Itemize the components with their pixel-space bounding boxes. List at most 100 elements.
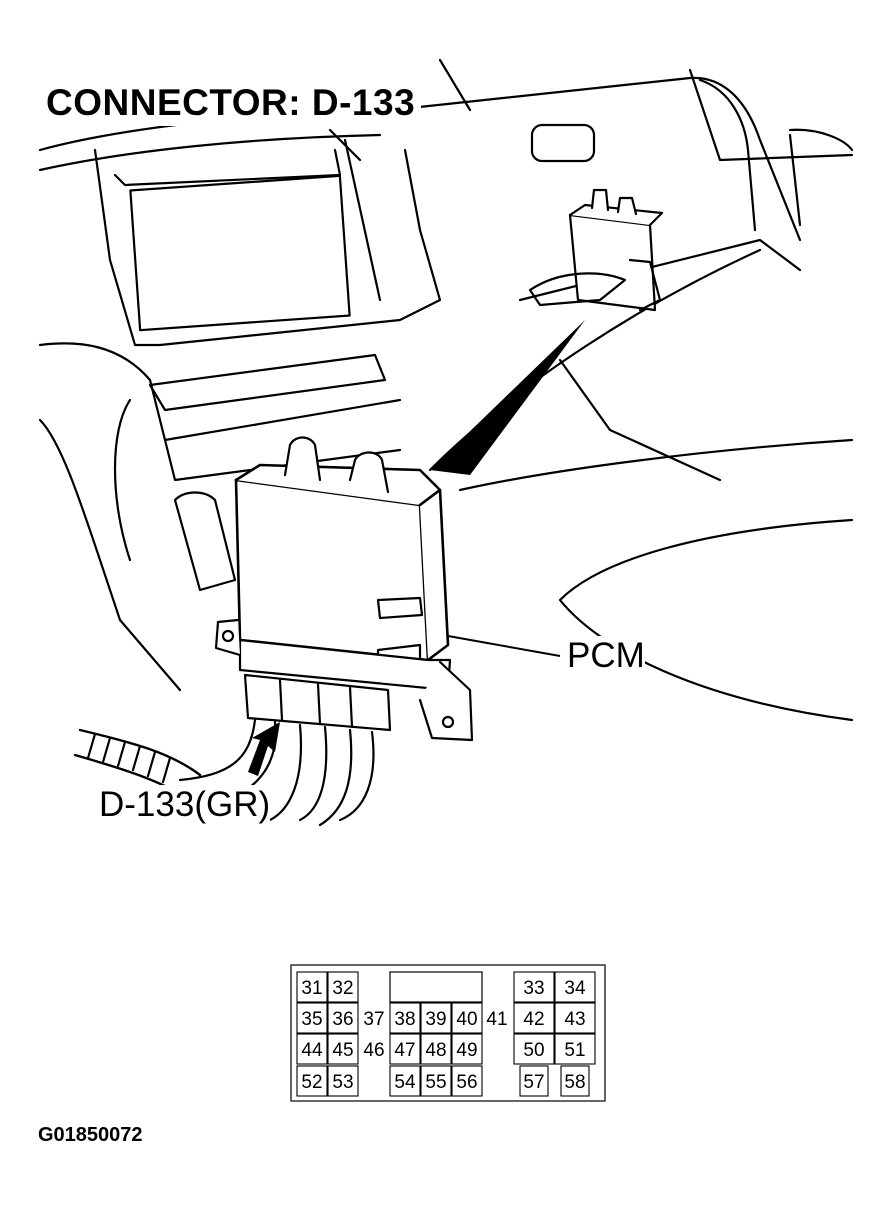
pin-31: 31 — [296, 971, 328, 1003]
pin-number: 42 — [523, 1009, 544, 1030]
pointer-wedge — [430, 320, 585, 475]
pin-number: 34 — [564, 978, 586, 999]
pin-number: 35 — [301, 1009, 322, 1030]
pin-35: 35 — [296, 1002, 328, 1034]
pin-number: 51 — [564, 1040, 585, 1061]
pcm-small-body — [568, 213, 657, 312]
pin-number: 52 — [301, 1072, 322, 1093]
glovebox-handle — [530, 123, 596, 163]
pin-number: 58 — [564, 1072, 585, 1093]
pin-49: 49 — [451, 1033, 483, 1065]
pin-number: 43 — [564, 1009, 585, 1030]
pin-number: 40 — [456, 1009, 477, 1030]
pin-52: 52 — [296, 1065, 328, 1097]
pcm-small-tab2 — [616, 196, 638, 216]
pcm-tab-right — [348, 451, 390, 494]
dashboard-top-edge-2 — [38, 133, 382, 172]
diagram-title: CONNECTOR: D-133 — [44, 80, 422, 126]
pin-number: 41 — [486, 1009, 507, 1030]
pin-number: 57 — [523, 1072, 544, 1093]
pin-number: 39 — [425, 1009, 446, 1030]
pin-number: 54 — [394, 1072, 416, 1093]
glovebox-cutout — [528, 272, 627, 307]
pin-number: 31 — [301, 978, 322, 999]
pcm-location-illustration — [38, 58, 854, 827]
connector-arrow — [248, 722, 280, 776]
pin-56: 56 — [451, 1065, 483, 1097]
pin-37: 37 — [363, 1009, 384, 1030]
pin-44: 44 — [296, 1033, 328, 1065]
pin-32: 32 — [327, 971, 359, 1003]
connector-dividers — [278, 678, 354, 729]
tunnel — [558, 358, 722, 482]
pin-47: 47 — [389, 1033, 421, 1065]
glovebox-inner-edge — [518, 238, 802, 302]
pin-55: 55 — [420, 1065, 452, 1097]
pin-54: 54 — [389, 1065, 421, 1097]
pin-number: 49 — [456, 1040, 477, 1061]
pcm-small-bracket — [628, 258, 662, 312]
pcm-tab-left — [283, 436, 322, 482]
connector-pinout: 31 32 33 34 35 36 37 38 39 40 41 42 43 44 45 46 47 48 49 50… — [290, 964, 606, 1102]
floor-line — [458, 438, 854, 492]
pin-number: 37 — [363, 1009, 384, 1030]
console-tray — [148, 353, 387, 412]
pin-41: 41 — [486, 1009, 507, 1030]
pcm-mount-left — [214, 618, 242, 657]
pin-51: 51 — [554, 1033, 596, 1065]
windshield-lines — [438, 58, 854, 162]
center-stack-outer — [93, 148, 442, 347]
pin-57: 57 — [519, 1065, 549, 1097]
loom-ribs — [86, 732, 172, 784]
pin-53: 53 — [327, 1065, 359, 1097]
pin-number: 38 — [394, 1009, 415, 1030]
pin-number: 56 — [456, 1072, 477, 1093]
pin-34: 34 — [554, 971, 596, 1003]
pin-number: 50 — [523, 1040, 544, 1061]
pin-40: 40 — [451, 1002, 483, 1034]
pcm-small-tab1 — [590, 188, 610, 212]
pin-number: 32 — [332, 978, 353, 999]
pin-50: 50 — [513, 1033, 555, 1065]
pin-33: 33 — [513, 971, 555, 1003]
pin-48: 48 — [420, 1033, 452, 1065]
pin-number: 47 — [394, 1040, 415, 1061]
pin-39: 39 — [420, 1002, 452, 1034]
dashboard-right-panel — [698, 78, 757, 232]
pin-number: 44 — [301, 1040, 323, 1061]
shift-lever — [173, 491, 237, 592]
right-vent — [788, 128, 854, 227]
pin-number: 53 — [332, 1072, 353, 1093]
pcm-mount-right — [418, 660, 474, 742]
center-stack-side — [328, 128, 382, 302]
pcm-label: PCM — [567, 636, 645, 676]
pin-43: 43 — [554, 1002, 596, 1034]
pcm-mount-hole-left — [221, 629, 235, 643]
pin-number: 36 — [332, 1009, 353, 1030]
console-slot — [163, 438, 402, 482]
pcm-mount-hole-right — [441, 715, 455, 729]
pin-number: 46 — [363, 1040, 384, 1061]
pin-number: 45 — [332, 1040, 353, 1061]
pin-38: 38 — [389, 1002, 421, 1034]
pcm-leader-line — [447, 635, 561, 657]
harness-wires — [178, 718, 375, 827]
pin-number: 55 — [425, 1072, 446, 1093]
pin-45: 45 — [327, 1033, 359, 1065]
pin-number: 33 — [523, 978, 544, 999]
pin-42: 42 — [513, 1002, 555, 1034]
figure-id: G01850072 — [38, 1124, 143, 1146]
pin-58: 58 — [560, 1065, 590, 1097]
seat-back — [113, 398, 132, 562]
seat-left — [38, 418, 182, 692]
pcm-housing-front — [234, 478, 430, 662]
radio-display — [129, 174, 351, 332]
pin-number: 48 — [425, 1040, 446, 1061]
lower-console — [38, 342, 402, 442]
pin-46: 46 — [363, 1040, 384, 1061]
pin-36: 36 — [327, 1002, 359, 1034]
pcm-housing-side — [418, 488, 450, 662]
pinout-key — [389, 971, 483, 1003]
right-seat — [558, 518, 854, 722]
center-stack-frame — [113, 148, 342, 187]
